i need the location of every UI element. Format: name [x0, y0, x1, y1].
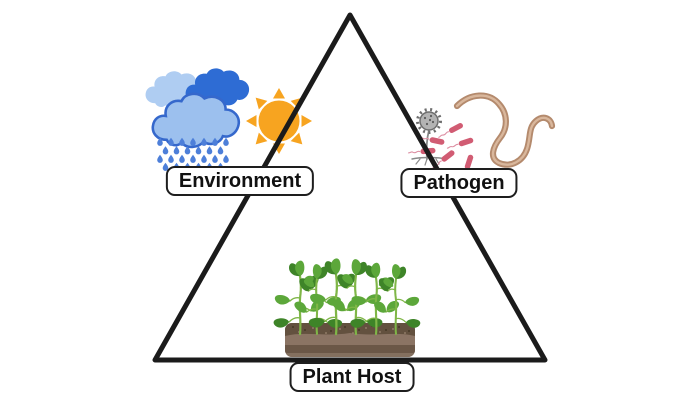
rain-cloud-icon: [145, 68, 250, 149]
plant-host-label: Plant Host: [289, 362, 415, 392]
seedlings-icon: [273, 257, 421, 334]
nematode-icon: [453, 92, 556, 168]
pathogen-label: Pathogen: [400, 168, 518, 198]
environment-label: Environment: [165, 166, 315, 196]
fungus-icon: [411, 108, 447, 166]
